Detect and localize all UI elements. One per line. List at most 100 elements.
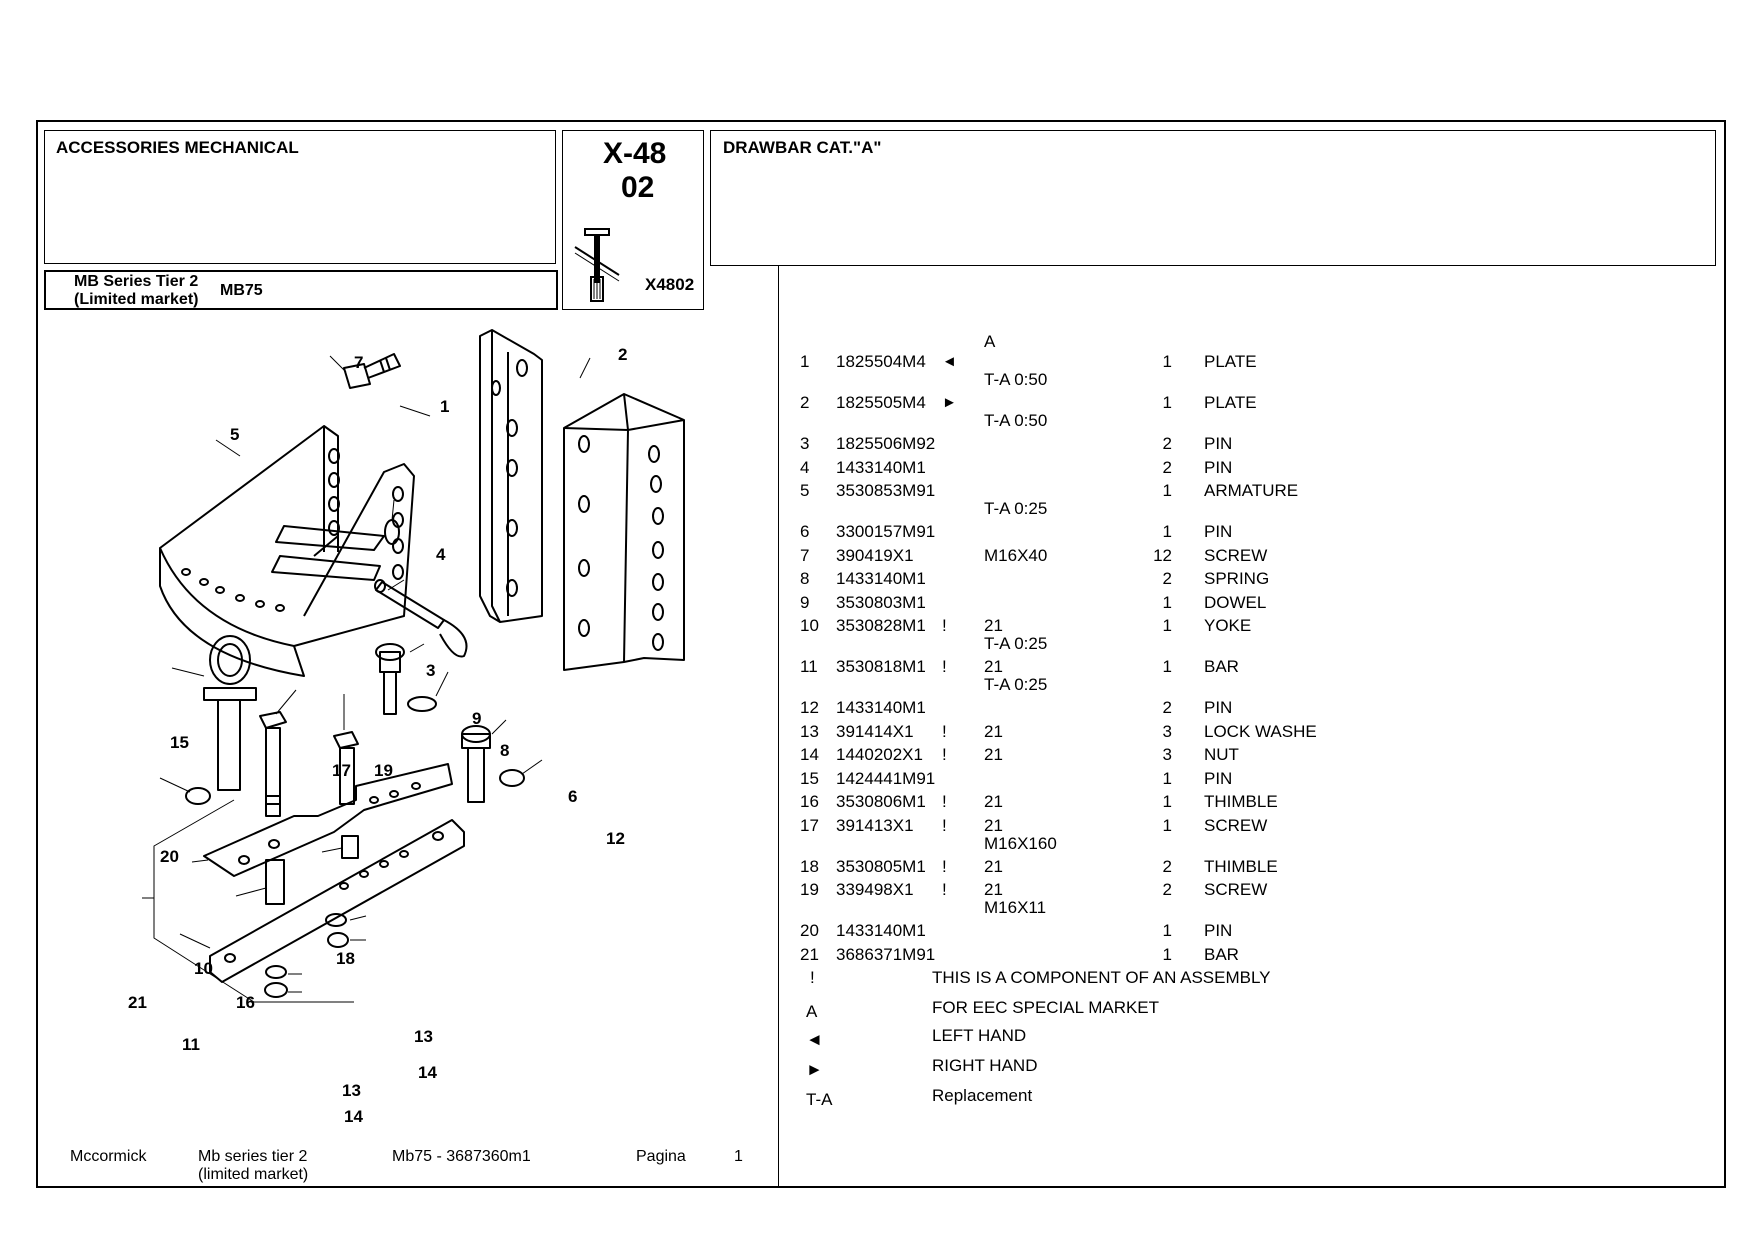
legend-symbol: ◄: [806, 1030, 823, 1049]
row-description: BAR: [1204, 657, 1239, 676]
row-flag: !: [942, 721, 947, 741]
callout-20: 20: [160, 847, 179, 866]
part-number: 1825504M4: [836, 352, 926, 371]
row-number: 19: [800, 880, 819, 899]
row-note: 21: [984, 880, 1003, 899]
row-flag: !: [942, 880, 947, 899]
lock-washer-part-13a: [325, 913, 347, 927]
row-description: PIN: [1204, 457, 1233, 477]
footer-model-code: Mb75 - 3687360m1: [392, 1148, 531, 1165]
row-note: 21: [984, 721, 1003, 741]
callout-13a: 13: [414, 1027, 433, 1046]
part-number: 1433140M1: [836, 457, 926, 477]
row-flag: !: [942, 815, 947, 835]
row-description: PIN: [1204, 522, 1233, 541]
row-number: 21: [800, 944, 819, 964]
thimble-part-18: [341, 835, 359, 859]
dowel-part-9: [375, 643, 405, 715]
row-number: 10: [800, 616, 819, 635]
pin-part-6: [461, 725, 491, 803]
row-qty: 2: [1162, 569, 1172, 588]
angle-plate-part: [563, 393, 685, 671]
pin-part-12: [499, 769, 525, 787]
row-subnote: M16X11: [984, 898, 1047, 917]
row-flag: !: [942, 745, 947, 764]
row-qty: 1: [1162, 815, 1172, 835]
legend-symbol: !: [810, 968, 815, 987]
row-description: SCREW: [1204, 545, 1268, 565]
callout-4: 4: [436, 545, 446, 564]
legend-text: FOR EEC SPECIAL MARKET: [932, 998, 1160, 1017]
row-number: 11: [800, 657, 818, 676]
group-title-box: ACCESSORIES MECHANICAL: [44, 130, 556, 264]
pin-part-3: [374, 579, 468, 658]
row-number: 3: [800, 434, 810, 453]
footer-brand: Mccormick: [70, 1148, 147, 1165]
row-number: 15: [800, 768, 819, 788]
row-qty: 1: [1162, 944, 1172, 964]
row-note: 21: [984, 815, 1003, 835]
row-note: 21: [984, 657, 1003, 676]
callout-9: 9: [472, 709, 481, 728]
callout-10: 10: [194, 959, 213, 978]
row-qty: 2: [1162, 434, 1172, 453]
table-top-note: A: [984, 332, 996, 351]
part-number: 391413X1: [836, 815, 914, 835]
legend-symbol: T-A: [806, 1090, 833, 1109]
legend-text: Replacement: [932, 1086, 1033, 1105]
row-number: 1: [800, 352, 810, 371]
thimble-part-16: [265, 859, 285, 905]
nut-part-14b: [264, 982, 288, 998]
row-qty: 3: [1162, 721, 1172, 741]
callout-15: 15: [170, 733, 189, 752]
row-flag: ◄: [942, 353, 957, 370]
row-note: M16X40: [984, 545, 1048, 565]
part-number: 1825505M4: [836, 393, 926, 412]
row-description: YOKE: [1204, 616, 1252, 635]
armature-part: [159, 425, 415, 677]
row-description: PIN: [1204, 921, 1233, 940]
part-title: DRAWBAR CAT."A": [723, 138, 882, 157]
part-number: 3530805M1: [836, 856, 926, 876]
part-number: 1433140M1: [836, 698, 926, 717]
callout-13b: 13: [342, 1081, 361, 1100]
row-description: PIN: [1204, 768, 1233, 788]
callout-3: 3: [426, 661, 435, 680]
screw-part-7: [343, 353, 401, 389]
part-number: 3530828M1: [836, 616, 926, 635]
legend-symbol: A: [806, 1002, 818, 1021]
callout-19: 19: [374, 761, 393, 780]
row-number: 20: [800, 921, 819, 940]
row-qty: 1: [1162, 522, 1172, 541]
model-label: MB75: [220, 282, 263, 299]
row-qty: 1: [1162, 768, 1172, 788]
row-qty: 3: [1162, 745, 1172, 764]
part-number: 390419X1: [836, 545, 914, 565]
callout-2: 2: [618, 345, 627, 364]
row-qty: 1: [1162, 393, 1172, 412]
row-qty: 2: [1162, 856, 1172, 876]
row-description: PLATE: [1204, 393, 1257, 412]
part-number: 1440202X1: [836, 745, 923, 764]
pin-thumbnail-icon: [574, 228, 620, 302]
reference-box: X-48 02 X4802: [562, 130, 704, 310]
screw-part-17: [259, 711, 287, 817]
yoke-part: [203, 763, 453, 877]
series-box: MB Series Tier 2 (Limited market) MB75: [44, 270, 558, 310]
legend-text: LEFT HAND: [932, 1026, 1027, 1045]
row-number: 6: [800, 522, 810, 541]
callout-17: 17: [332, 761, 351, 780]
exploded-diagram: 7 2 1 5 4 3 9 8 15 17 19 6 12 20 10 18 1…: [128, 329, 685, 1126]
spring-part-8: [407, 696, 437, 712]
row-subnote: M16X160: [984, 833, 1057, 853]
row-note: 21: [984, 856, 1003, 876]
